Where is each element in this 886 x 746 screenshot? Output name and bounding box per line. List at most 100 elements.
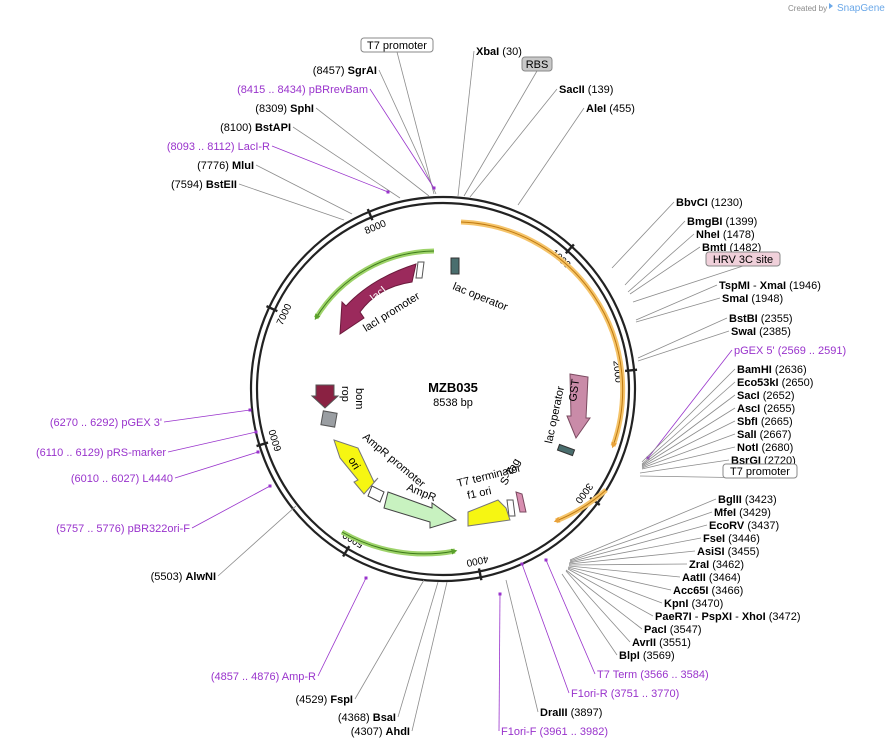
site-label-pbrrevbam[interactable]: (8415 .. 8434) pBRrevBam bbox=[237, 84, 368, 96]
site-label-draiii[interactable]: DraIII (3897) bbox=[540, 707, 602, 719]
site-label-asisi[interactable]: AsiSI (3455) bbox=[697, 546, 759, 558]
site-label-t7-promoter-right[interactable]: T7 promoter bbox=[722, 463, 798, 479]
site-label-saci[interactable]: SacI (2652) bbox=[737, 390, 795, 402]
leader-line bbox=[641, 433, 736, 469]
ampr-promoter-feature[interactable] bbox=[367, 485, 385, 503]
scale-label-6000: 6000 bbox=[267, 427, 284, 452]
site-label-smai[interactable]: SmaI (1948) bbox=[722, 293, 783, 305]
site-label-prs-marker[interactable]: (6110 .. 6129) pRS-marker bbox=[36, 447, 166, 459]
leader-line bbox=[217, 505, 297, 577]
ampr-orf-arc[interactable] bbox=[340, 529, 456, 557]
site-label-bmti[interactable]: BmtI (1482) bbox=[702, 242, 761, 254]
site-label-mlui[interactable]: (7776) MluI bbox=[197, 160, 254, 172]
site-label-t7-term[interactable]: T7 Term (3566 .. 3584) bbox=[597, 669, 709, 681]
site-label-bglii[interactable]: BglII (3423) bbox=[718, 494, 777, 506]
site-label-bbvci[interactable]: BbvCI (1230) bbox=[676, 197, 743, 209]
site-label-pbr322ori-f[interactable]: (5757 .. 5776) pBR322ori-F bbox=[56, 523, 190, 535]
site-label-fspi[interactable]: (4529) FspI bbox=[296, 694, 353, 706]
site-label-bsteii[interactable]: (7594) BstEII bbox=[171, 179, 237, 191]
site-label-text: (8457) SgrAI bbox=[313, 65, 377, 77]
site-label-t7-promoter-top[interactable]: T7 promoter bbox=[360, 37, 434, 53]
lac-operator-right-feature[interactable] bbox=[556, 443, 576, 457]
site-label-f1ori-f[interactable]: F1ori-F (3961 .. 3982) bbox=[501, 726, 608, 738]
site-label-text: NheI (1478) bbox=[696, 229, 755, 241]
leader-line bbox=[396, 51, 435, 195]
site-label-bsai[interactable]: (4368) BsaI bbox=[338, 712, 396, 724]
leader-line bbox=[397, 581, 439, 718]
gst-orf-arc[interactable] bbox=[460, 219, 626, 447]
site-label-sali[interactable]: SalI (2667) bbox=[737, 429, 791, 441]
site-label-sbfi[interactable]: SbfI (2665) bbox=[737, 416, 793, 428]
primer-binding-mark bbox=[248, 408, 252, 412]
site-label-sphi[interactable]: (8309) SphI bbox=[255, 103, 314, 115]
site-label-avrii[interactable]: AvrII (3551) bbox=[632, 637, 691, 649]
bom-feature[interactable] bbox=[320, 410, 338, 428]
site-label-blpi[interactable]: BlpI (3569) bbox=[619, 650, 675, 662]
site-label-text: (8093 .. 8112) LacI-R bbox=[167, 141, 270, 153]
site-label-pgex3[interactable]: (6270 .. 6292) pGEX 3' bbox=[50, 417, 162, 429]
site-label-rbs[interactable]: RBS bbox=[521, 56, 553, 72]
site-label-hrv3c[interactable]: HRV 3C site bbox=[705, 251, 781, 267]
site-label-eco53ki[interactable]: Eco53kI (2650) bbox=[737, 377, 813, 389]
site-label-alwni[interactable]: (5503) AlwNI bbox=[151, 571, 216, 583]
scale-tick-7000 bbox=[265, 305, 278, 313]
site-label-aatii[interactable]: AatII (3464) bbox=[682, 572, 741, 584]
site-label-paer7i[interactable]: PaeR7I - PspXI - XhoI (3472) bbox=[655, 611, 801, 623]
site-label-text: TspMI - XmaI (1946) bbox=[719, 280, 821, 292]
site-label-noti[interactable]: NotI (2680) bbox=[737, 442, 793, 454]
site-label-asci[interactable]: AscI (2655) bbox=[737, 403, 795, 415]
site-label-bstapi[interactable]: (8100) BstAPI bbox=[220, 122, 291, 134]
site-label-text: BmgBI (1399) bbox=[687, 216, 757, 228]
site-label-mfei[interactable]: MfeI (3429) bbox=[714, 507, 771, 519]
site-label-ahdi[interactable]: (4307) AhdI bbox=[351, 726, 410, 738]
leader-line bbox=[378, 69, 437, 195]
t7-terminator-feature[interactable] bbox=[506, 499, 516, 517]
site-label-l4440[interactable]: (6010 .. 6027) L4440 bbox=[71, 473, 173, 485]
site-label-zrai[interactable]: ZraI (3462) bbox=[689, 559, 744, 571]
site-label-bamhi[interactable]: BamHI (2636) bbox=[737, 364, 807, 376]
leader-line bbox=[463, 70, 538, 197]
leader-line bbox=[635, 284, 718, 321]
site-label-swai[interactable]: SwaI (2385) bbox=[731, 326, 791, 338]
leader-line bbox=[637, 317, 728, 359]
site-label-nhei[interactable]: NheI (1478) bbox=[696, 229, 755, 241]
site-label-xbai[interactable]: XbaI (30) bbox=[476, 46, 522, 58]
site-label-f1ori-r[interactable]: F1ori-R (3751 .. 3770) bbox=[571, 688, 679, 700]
site-label-sacii[interactable]: SacII (139) bbox=[559, 84, 613, 96]
lac-operator-top-feature[interactable] bbox=[450, 257, 460, 275]
site-label-kpni[interactable]: KpnI (3470) bbox=[664, 598, 723, 610]
leader-line bbox=[567, 567, 663, 604]
scale-tick-1000 bbox=[564, 243, 575, 255]
laci-feature[interactable] bbox=[339, 263, 417, 335]
s-tag-feature[interactable] bbox=[515, 491, 527, 513]
site-label-paci[interactable]: PacI (3547) bbox=[644, 624, 702, 636]
site-label-box bbox=[521, 56, 553, 72]
site-label-text: SacII (139) bbox=[559, 84, 613, 96]
site-label-tspmi[interactable]: TspMI - XmaI (1946) bbox=[719, 280, 821, 292]
site-label-ecorv[interactable]: EcoRV (3437) bbox=[709, 520, 779, 532]
site-label-acc65i[interactable]: Acc65I (3466) bbox=[673, 585, 743, 597]
ori-feature[interactable] bbox=[333, 439, 379, 495]
site-label-text: (7594) BstEII bbox=[171, 179, 237, 191]
gst-feature[interactable] bbox=[566, 373, 591, 440]
site-label-alei[interactable]: AleI (455) bbox=[586, 103, 635, 115]
site-label-bstbi[interactable]: BstBI (2355) bbox=[729, 313, 793, 325]
site-label-bmgbi[interactable]: BmgBI (1399) bbox=[687, 216, 757, 228]
scale-tick-6000 bbox=[256, 441, 269, 448]
site-label-text: pGEX 5' (2569 .. 2591) bbox=[734, 345, 846, 357]
laci-promoter-feature[interactable] bbox=[415, 261, 425, 279]
site-label-text: NotI (2680) bbox=[737, 442, 793, 454]
site-label-text: RBS bbox=[526, 59, 549, 71]
site-label-text: F1ori-R (3751 .. 3770) bbox=[571, 688, 679, 700]
scale-label-8000: 8000 bbox=[363, 218, 388, 237]
site-label-text: (5503) AlwNI bbox=[151, 571, 216, 583]
site-label-fsei[interactable]: FseI (3446) bbox=[703, 533, 760, 545]
f1-ori-feature[interactable] bbox=[467, 499, 511, 527]
ampr-feature[interactable] bbox=[383, 491, 458, 529]
site-label-pgex5[interactable]: pGEX 5' (2569 .. 2591) bbox=[734, 345, 846, 357]
site-label-amp-r[interactable]: (4857 .. 4876) Amp-R bbox=[211, 671, 316, 683]
rop-feature[interactable] bbox=[310, 384, 340, 409]
site-label-laci-r[interactable]: (8093 .. 8112) LacI-R bbox=[167, 141, 270, 153]
site-label-sgrai[interactable]: (8457) SgrAI bbox=[313, 65, 377, 77]
